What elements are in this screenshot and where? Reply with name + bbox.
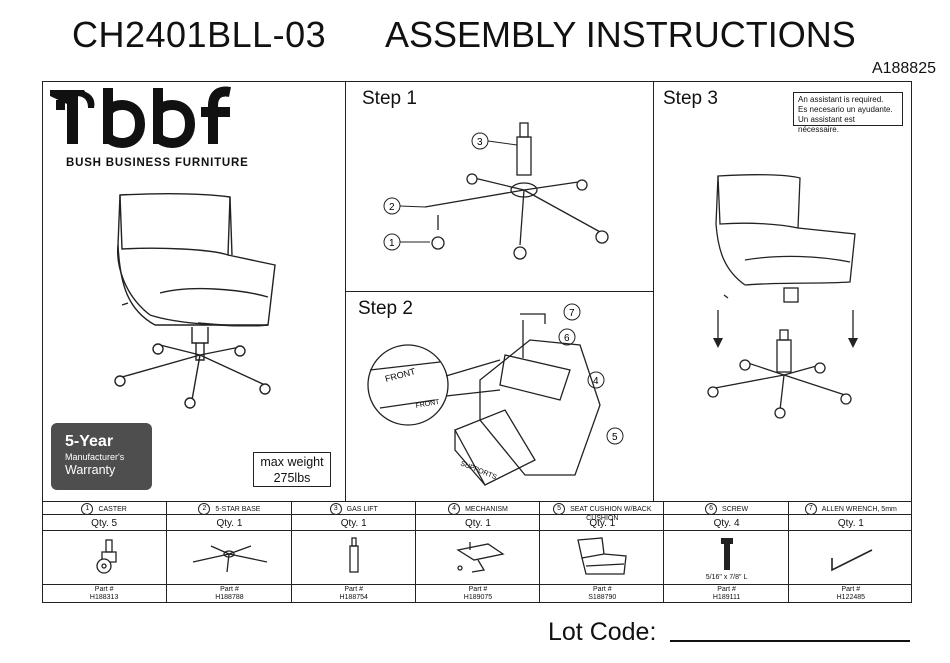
part-id: H122485 xyxy=(836,594,866,601)
document-code: A188825 xyxy=(871,60,936,77)
part-label: Part # xyxy=(220,586,239,593)
step-3-illustration xyxy=(707,174,858,419)
part-id: H188313 xyxy=(89,594,119,601)
warranty-badge: 5-Year Manufacturer's Warranty xyxy=(51,423,152,490)
warranty-line: Manufacturer's xyxy=(65,452,125,462)
part-id: H188788 xyxy=(215,594,244,601)
lot-code-line xyxy=(670,640,910,642)
part-qty: Qty. 1 xyxy=(340,518,367,529)
part-qty: Qty. 1 xyxy=(465,518,491,529)
step-1-illustration: 3 2 1 xyxy=(383,122,609,260)
step-2-illustration: 7 6 4 5 FRONT FRONT SUPPORTS xyxy=(367,303,624,486)
part-label: Part # xyxy=(717,586,736,593)
part-name-text: SCREW xyxy=(722,505,749,513)
part-number-circle: 5 xyxy=(553,503,566,515)
max-weight-box: max weight 275lbs xyxy=(253,452,331,487)
callout-6: 6 xyxy=(564,333,570,344)
part-qty: Qty. 5 xyxy=(91,518,118,529)
front-label: FRONT xyxy=(415,399,441,410)
notice-es: Es necesario un ayudante. xyxy=(798,105,893,114)
seat-cushion-icon xyxy=(540,536,664,576)
mechanism-icon xyxy=(416,536,540,576)
screw-icon xyxy=(664,536,788,576)
front-label: FRONT xyxy=(384,366,417,384)
divider xyxy=(345,291,653,292)
part-label: Part # xyxy=(344,586,364,593)
divider xyxy=(42,584,912,585)
part-name-text: MECHANISM xyxy=(465,505,508,513)
instruction-frame xyxy=(42,81,912,603)
part-id: H189111 xyxy=(712,594,741,601)
part-cell-mechanism: 4 MECHANISM Qty. 1 Part #H189075 xyxy=(414,501,540,602)
part-name: 7 ALLEN WRENCH, 5mm xyxy=(789,503,913,515)
part-name: 1 CASTER xyxy=(42,503,166,515)
step-3-label: Step 3 xyxy=(663,88,718,109)
part-qty: Qty. 4 xyxy=(713,518,740,529)
callout-5: 5 xyxy=(612,432,618,443)
part-qty: Qty. 1 xyxy=(216,518,243,529)
part-cell-gas-lift: 3 GAS LIFT Qty. 1 Part #H188754 xyxy=(290,501,416,602)
part-label: Part # xyxy=(841,586,861,593)
part-qty: Qty. 1 xyxy=(589,518,616,529)
max-weight-value: 275lbs xyxy=(273,471,311,485)
part-number-circle: 4 xyxy=(448,503,461,515)
bbf-logo xyxy=(50,86,231,148)
divider xyxy=(42,501,912,502)
part-number-circle: 1 xyxy=(81,503,94,515)
part-number-circle: 7 xyxy=(804,503,817,515)
divider xyxy=(42,514,912,515)
part-id: S188790 xyxy=(588,594,617,601)
callout-1: 1 xyxy=(389,238,395,249)
part-id: H189075 xyxy=(463,594,493,601)
step-1-label: Step 1 xyxy=(362,88,417,109)
lot-code-label: Lot Code: xyxy=(548,618,657,646)
part-name-text: ALLEN WRENCH, 5mm xyxy=(821,505,897,513)
warranty-years: 5-Year xyxy=(65,433,114,450)
divider xyxy=(653,81,654,501)
star-base-icon xyxy=(167,536,291,576)
divider xyxy=(42,530,912,531)
callout-7: 7 xyxy=(569,308,575,319)
callout-2: 2 xyxy=(389,202,395,213)
part-name-text: GAS LIFT xyxy=(346,505,378,513)
assembled-chair-illustration xyxy=(114,193,276,409)
gas-lift-icon xyxy=(292,536,416,576)
part-number-circle: 6 xyxy=(705,503,718,515)
max-weight-label: max weight xyxy=(260,455,324,469)
part-name: 3 GAS LIFT xyxy=(292,503,416,515)
part-cell-screw: 6 SCREW Qty. 4 5/16" x 7/8" L Part #H189111 xyxy=(663,501,788,602)
part-cell-star-base: 2 5-STAR BASE Qty. 1 Part #H188788 xyxy=(166,501,291,602)
warranty-line: Warranty xyxy=(65,463,116,477)
part-label: Part # xyxy=(94,586,114,593)
part-label: Part # xyxy=(592,586,612,593)
callout-4: 4 xyxy=(593,376,599,387)
notice-fr: Un assistant est nécessaire. xyxy=(798,115,855,134)
part-name: 4 MECHANISM xyxy=(416,503,540,515)
model-number: CH2401BLL-03 xyxy=(72,14,327,55)
allen-wrench-icon xyxy=(789,536,913,576)
part-name: 5 SEAT CUSHION W/BACK CUSHION xyxy=(540,503,664,523)
part-cell-caster: 1 CASTER Qty. 5 Part #H188313 xyxy=(42,501,166,602)
part-name-text: CASTER xyxy=(98,505,127,513)
caster-icon xyxy=(42,536,166,576)
part-name-text: SEAT CUSHION W/BACK CUSHION xyxy=(570,505,652,522)
part-size-note: 5/16" x 7/8" L xyxy=(705,574,748,581)
part-number-circle: 3 xyxy=(329,503,342,515)
brand-subtitle: BUSH BUSINESS FURNITURE xyxy=(66,157,249,169)
step-2-label: Step 2 xyxy=(358,298,413,319)
assistant-notice: An assistant is required. Es necesario u… xyxy=(793,92,903,134)
part-name: 2 5-STAR BASE xyxy=(167,503,291,515)
part-number-circle: 2 xyxy=(198,503,211,515)
part-qty: Qty. 1 xyxy=(837,518,864,529)
part-name: 6 SCREW xyxy=(664,503,788,515)
notice-en: An assistant is required. xyxy=(798,95,884,104)
part-id: H188754 xyxy=(339,594,368,601)
callout-3: 3 xyxy=(477,137,483,148)
part-name-text: 5-STAR BASE xyxy=(215,505,261,513)
page-title: ASSEMBLY INSTRUCTIONS xyxy=(385,14,856,55)
part-label: Part # xyxy=(468,586,488,593)
